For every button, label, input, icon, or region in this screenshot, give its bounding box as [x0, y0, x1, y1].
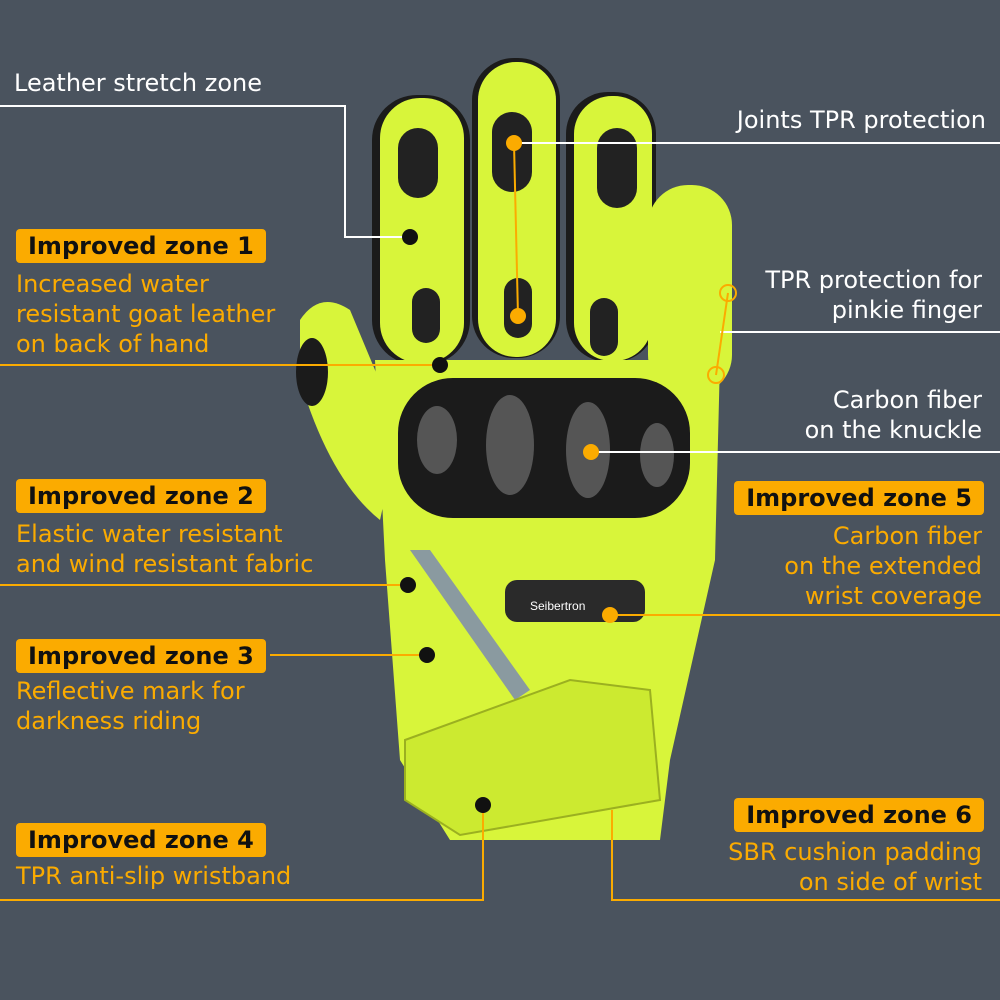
marker-ring — [719, 284, 737, 302]
desc-line: Increased water — [16, 270, 209, 298]
brand-mark: Seibertron — [530, 599, 585, 613]
marker-dot — [506, 135, 522, 151]
desc-line: resistant goat leather — [16, 300, 276, 328]
desc-line: Reflective mark for — [16, 677, 245, 705]
desc-line: Carbon fiber — [832, 522, 982, 550]
zone-4-description: TPR anti-slip wristband — [16, 861, 291, 891]
desc-line: SBR cushion padding — [728, 838, 982, 866]
label-line: TPR protection for — [765, 266, 982, 294]
desc-line: wrist coverage — [804, 582, 982, 610]
marker-dot — [402, 229, 418, 245]
marker-dot — [510, 308, 526, 324]
label-line: on the knuckle — [804, 416, 982, 444]
zone-1-badge: Improved zone 1 — [16, 229, 266, 263]
desc-line: darkness riding — [16, 707, 202, 735]
label-knuckle: Carbon fiber on the knuckle — [805, 385, 982, 445]
zone-5-description: Carbon fiber on the extended wrist cover… — [784, 521, 982, 611]
desc-line: and wind resistant fabric — [16, 550, 314, 578]
zone-2-badge: Improved zone 2 — [16, 479, 266, 513]
zone-2-description: Elastic water resistant and wind resista… — [16, 519, 313, 579]
marker-dot — [583, 444, 599, 460]
label-line: pinkie finger — [831, 296, 982, 324]
zone-3-badge: Improved zone 3 — [16, 639, 266, 673]
desc-line: on back of hand — [16, 330, 210, 358]
label-leather-stretch: Leather stretch zone — [14, 69, 263, 97]
zone-6-description: SBR cushion padding on side of wrist — [728, 837, 982, 897]
zone-4-badge: Improved zone 4 — [16, 823, 266, 857]
zone-3-description: Reflective mark for darkness riding — [16, 676, 245, 736]
marker-dot — [400, 577, 416, 593]
desc-line: TPR anti-slip wristband — [16, 862, 292, 890]
zone-5-badge: Improved zone 5 — [734, 481, 984, 515]
marker-ring — [707, 366, 725, 384]
label-line: Carbon fiber — [832, 386, 982, 414]
zone-6-badge: Improved zone 6 — [734, 798, 984, 832]
marker-dot — [419, 647, 435, 663]
zone-1-description: Increased water resistant goat leather o… — [16, 269, 275, 359]
desc-line: on the extended — [784, 552, 982, 580]
label-joints-tpr: Joints TPR protection — [736, 106, 986, 134]
desc-line: on side of wrist — [798, 868, 982, 896]
marker-dot — [432, 357, 448, 373]
label-pinkie: TPR protection for pinkie finger — [765, 265, 982, 325]
marker-dot — [602, 607, 618, 623]
marker-dot — [475, 797, 491, 813]
desc-line: Elastic water resistant — [16, 520, 283, 548]
